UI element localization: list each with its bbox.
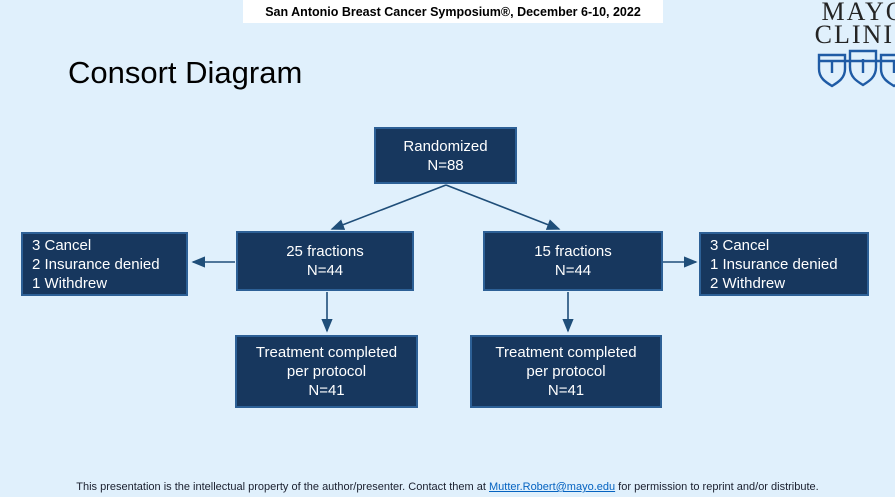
box-line: per protocol — [526, 363, 606, 380]
box-arm-15-fractions: 15 fractions N=44 — [483, 231, 663, 291]
box-line: Treatment completed — [495, 344, 637, 361]
footer-text-post: for permission to reprint and/or distrib… — [615, 481, 819, 493]
box-line: 1 Insurance denied — [710, 255, 838, 273]
mayo-three-shields-icon — [817, 49, 895, 88]
arrow-randomized-to-15 — [445, 184, 561, 230]
box-line: N=44 — [554, 262, 592, 279]
email-link[interactable]: Mutter.Robert@mayo.edu — [489, 481, 616, 493]
box-dropout-left: 3 Cancel 2 Insurance denied 1 Withdrew — [21, 232, 188, 296]
box-line: Treatment completed — [255, 344, 398, 361]
footer-text-pre: This presentation is the intellectual pr… — [76, 481, 489, 493]
box-dropout-right: 3 Cancel 1 Insurance denied 2 Withdrew — [699, 232, 869, 296]
box-line: Randomized — [403, 137, 488, 155]
box-completed-right: Treatment completed per protocol N=41 — [470, 335, 662, 408]
box-randomized: Randomized N=88 — [374, 127, 517, 184]
box-line: 2 Withdrew — [710, 274, 786, 292]
box-line: N=41 — [308, 382, 345, 399]
arrow-randomized-to-25 — [330, 184, 447, 230]
box-line: 25 fractions — [286, 243, 364, 260]
box-line: 3 Cancel — [32, 236, 92, 254]
footer-note: This presentation is the intellectual pr… — [0, 481, 895, 493]
box-line: 3 Cancel — [710, 236, 770, 254]
box-arm-25-fractions: 25 fractions N=44 — [236, 231, 414, 291]
box-line: N=88 — [427, 156, 464, 174]
mayo-wordmark-line1: MAYO — [821, 0, 895, 26]
box-line: 15 fractions — [534, 243, 612, 260]
box-line: 1 Withdrew — [32, 274, 108, 292]
box-completed-left: Treatment completed per protocol N=41 — [235, 335, 418, 408]
bottom-white-strip — [0, 497, 895, 503]
symposium-credit: San Antonio Breast Cancer Symposium®, De… — [265, 4, 641, 19]
page-title: Consort Diagram — [68, 55, 303, 90]
box-line: N=44 — [306, 262, 344, 279]
header-band: San Antonio Breast Cancer Symposium®, De… — [243, 0, 663, 23]
box-line: 2 Insurance denied — [32, 255, 160, 273]
box-line: per protocol — [286, 363, 367, 380]
box-line: N=41 — [547, 382, 585, 399]
